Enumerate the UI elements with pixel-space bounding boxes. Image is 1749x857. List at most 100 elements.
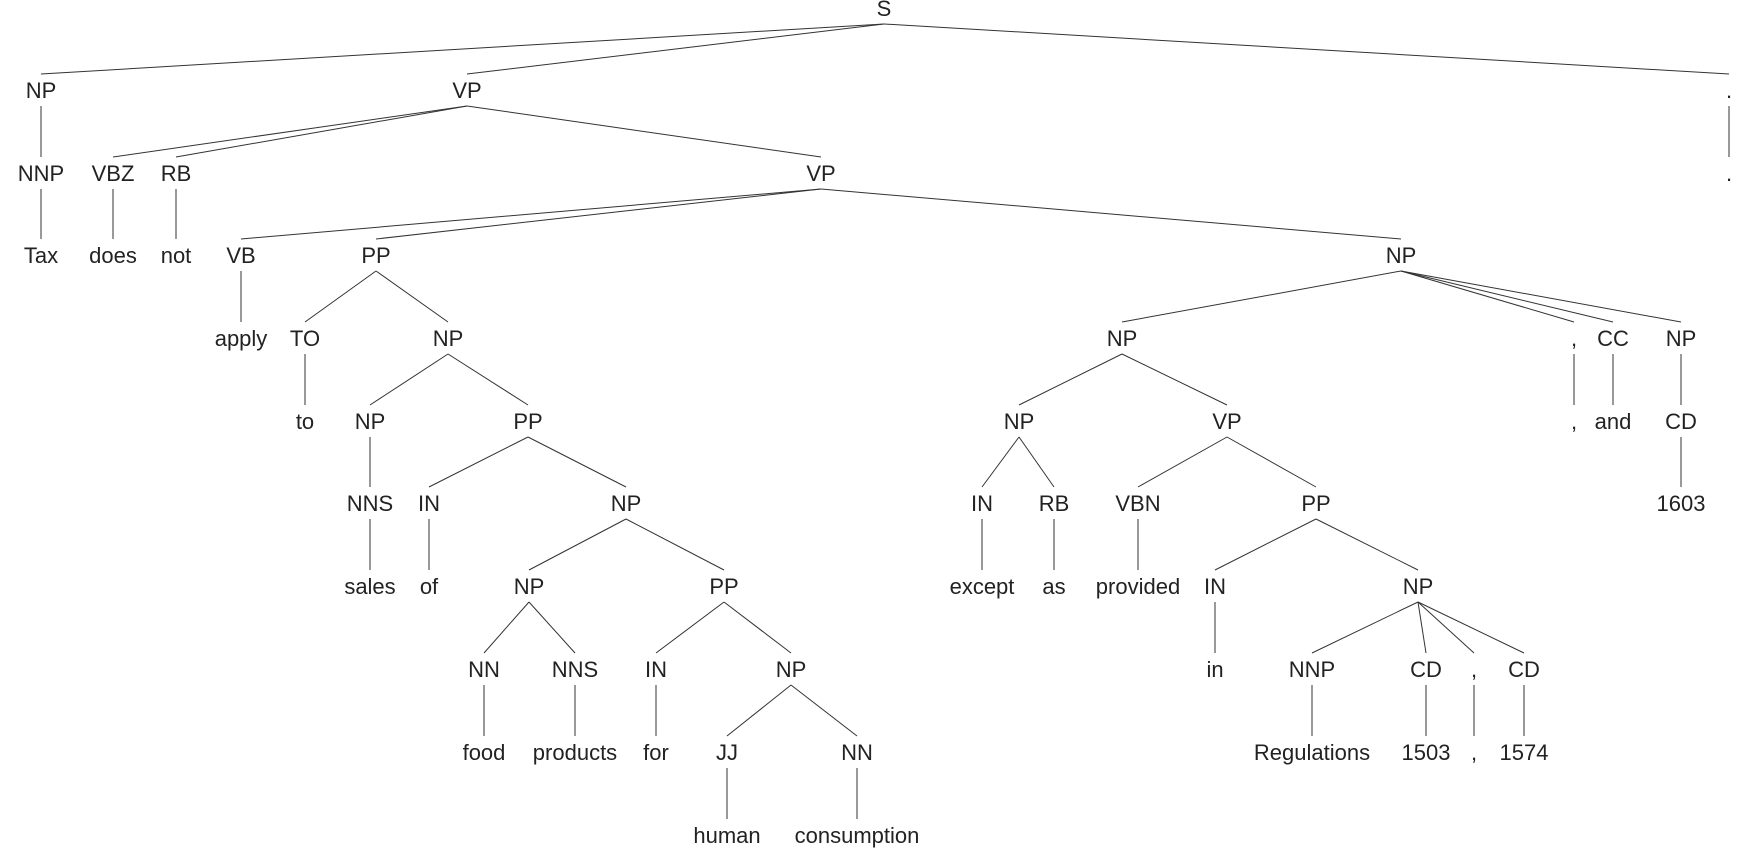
tree-node-period: . [1726,78,1732,103]
tree-node-sales: sales [344,574,395,599]
tree-edge [1121,270,1402,323]
tree-node-nnp: NNP [1289,657,1335,682]
tree-node-np: NP [355,409,386,434]
tree-edge [625,518,725,571]
tree-node-cd: CD [1665,409,1697,434]
tree-edge [1417,601,1427,654]
tree-node-food: food [463,740,506,765]
tree-node-in: IN [1204,574,1226,599]
tree-edge [175,105,468,158]
tree-node-provided: provided [1096,574,1180,599]
tree-node-apply: apply [215,326,268,351]
tree-node-pp: PP [513,409,542,434]
tree-edge [1018,353,1123,406]
tree-node-np: NP [1004,409,1035,434]
tree-node-in: in [1206,657,1223,682]
tree-edge [1226,436,1317,488]
tree-node-comma: , [1471,740,1477,765]
tree-node-for: for [643,740,669,765]
tree-node-np: NP [611,491,642,516]
tree-node-np: NP [1386,243,1417,268]
tree-edge [1311,601,1419,654]
tree-node-to: to [296,409,314,434]
tree-node-of: of [420,574,439,599]
tree-node-np: NP [514,574,545,599]
tree-node-in: IN [418,491,440,516]
tree-edge [1315,518,1419,571]
tree-edge [428,436,529,488]
tree-edge [1417,601,1475,654]
tree-edge [1400,270,1614,323]
tree-node-1574: 1574 [1500,740,1549,765]
tree-node-cd: CD [1410,657,1442,682]
tree-node-vp: VP [806,161,835,186]
tree-edge [483,601,530,654]
tree-node-comma: , [1571,409,1577,434]
tree-edge [981,436,1020,488]
tree-edge [723,601,792,654]
tree-node-tax: Tax [24,243,58,268]
tree-edge [112,105,468,158]
tree-node-pp: PP [361,243,390,268]
tree-node-rb: RB [1039,491,1070,516]
tree-edge [790,684,858,737]
tree-edge [447,353,529,406]
tree-node-np: NP [1107,326,1138,351]
tree-edge [369,353,449,406]
tree-node-1603: 1603 [1657,491,1706,516]
tree-edge [466,23,885,75]
tree-node-nn: NN [468,657,500,682]
tree-edge [1214,518,1317,571]
tree-node-in: IN [645,657,667,682]
tree-node-consumption: consumption [795,823,920,848]
tree-edge [726,684,792,737]
tree-node-nnp: NNP [18,161,64,186]
tree-node-comma: , [1471,657,1477,682]
tree-edge [1400,270,1575,323]
tree-node-to: TO [290,326,320,351]
tree-node-as: as [1042,574,1065,599]
tree-node-does: does [89,243,137,268]
tree-node-pp: PP [709,574,738,599]
tree-node-products: products [533,740,617,765]
tree-node-and: and [1595,409,1632,434]
tree-edge [1137,436,1228,488]
tree-node-vb: VB [226,243,255,268]
tree-node-np: NP [776,657,807,682]
tree-edge [240,188,822,240]
tree-edge [1417,601,1525,654]
tree-node-except: except [950,574,1015,599]
tree-node-rb: RB [161,161,192,186]
tree-edge [304,270,377,323]
tree-edge [375,188,822,240]
tree-node-np: NP [433,326,464,351]
tree-edge [40,23,885,75]
tree-node-1503: 1503 [1402,740,1451,765]
tree-edge [528,518,627,571]
tree-edge [466,105,822,158]
tree-node-np: NP [26,78,57,103]
tree-edge [1400,270,1682,323]
tree-edge [527,436,627,488]
tree-node-human: human [693,823,760,848]
tree-node-comma: , [1571,326,1577,351]
tree-node-regulations: Regulations [1254,740,1370,765]
tree-edge [1121,353,1228,406]
tree-node-vbz: VBZ [92,161,135,186]
tree-node-nn: NN [841,740,873,765]
tree-node-vbn: VBN [1115,491,1160,516]
tree-node-period: . [1726,161,1732,186]
tree-node-pp: PP [1301,491,1330,516]
tree-node-cd: CD [1508,657,1540,682]
tree-node-in: IN [971,491,993,516]
tree-node-s: S [877,0,892,21]
tree-edge [1018,436,1055,488]
tree-node-np: NP [1403,574,1434,599]
tree-node-np: NP [1666,326,1697,351]
tree-edge [655,601,725,654]
tree-edge [820,188,1402,240]
tree-node-vp: VP [1212,409,1241,434]
tree-node-nns: NNS [552,657,598,682]
